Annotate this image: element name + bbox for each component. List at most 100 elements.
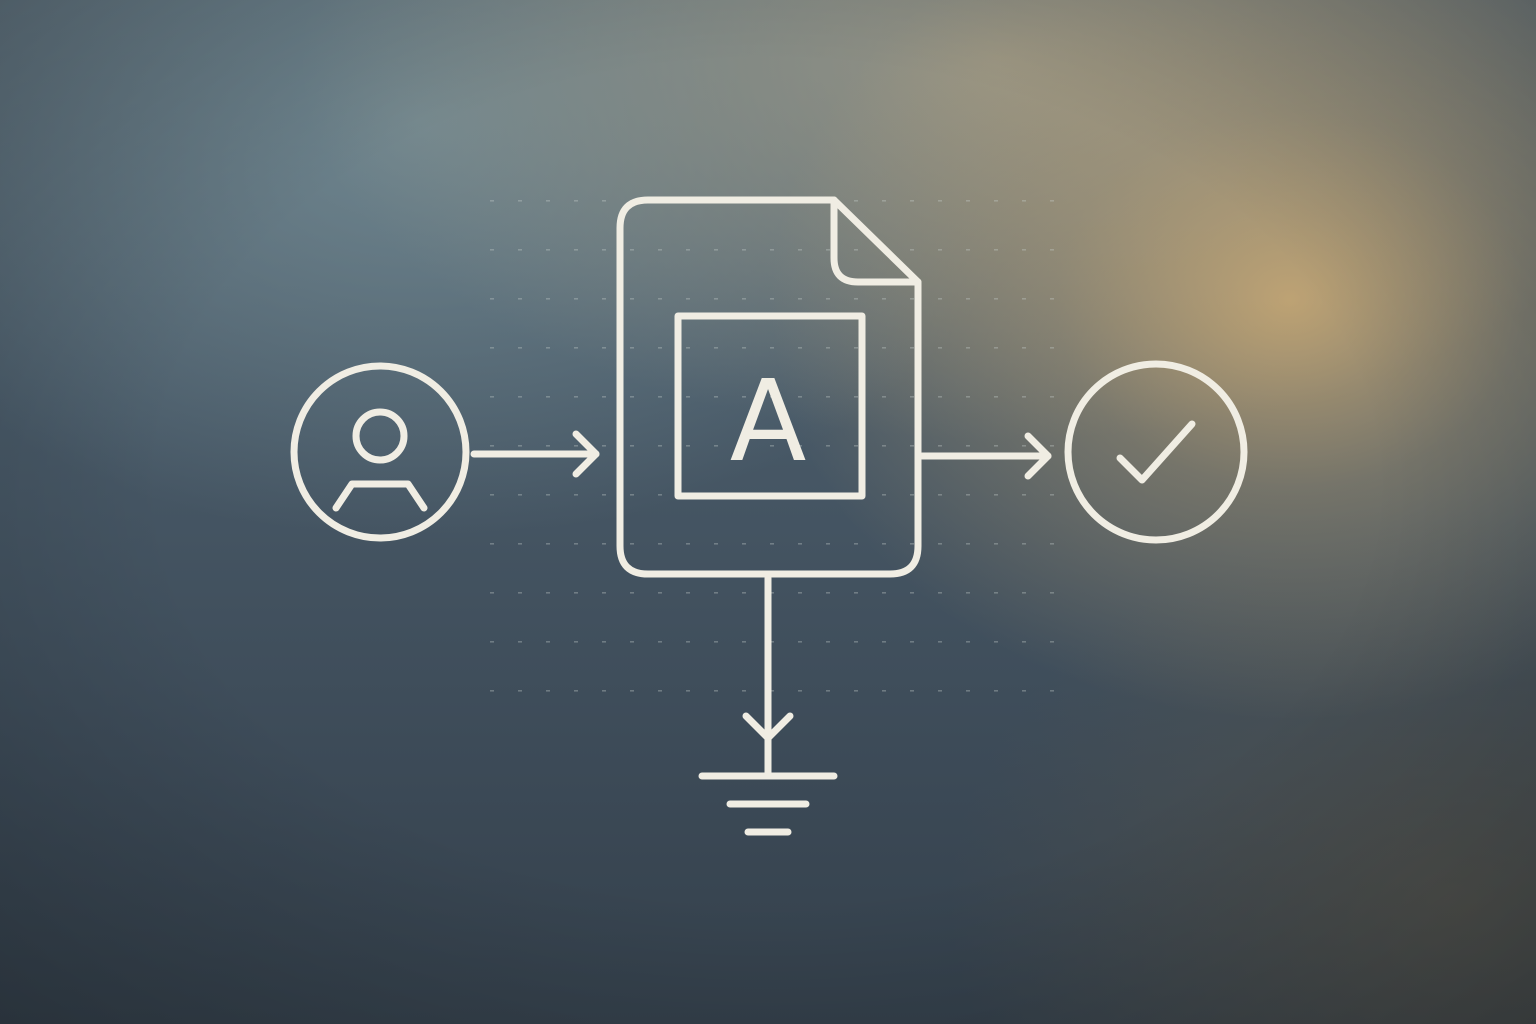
grid-dot xyxy=(770,543,774,545)
grid-dot xyxy=(798,249,802,251)
grid-dot xyxy=(966,592,970,594)
grid-dot xyxy=(742,592,746,594)
grid-dot xyxy=(714,690,718,692)
grid-dot xyxy=(714,347,718,349)
background-grid xyxy=(490,200,1054,692)
grid-dot xyxy=(518,298,522,300)
grid-dot xyxy=(518,249,522,251)
grid-dot xyxy=(1022,249,1026,251)
grid-dot xyxy=(574,249,578,251)
grid-dot xyxy=(490,200,494,202)
document-label: A xyxy=(730,357,807,487)
grid-dot xyxy=(910,494,914,496)
grid-dot xyxy=(966,690,970,692)
grid-dot xyxy=(490,690,494,692)
grid-dot xyxy=(574,690,578,692)
grid-dot xyxy=(966,347,970,349)
grid-dot xyxy=(546,347,550,349)
user-node xyxy=(290,362,470,542)
grid-dot xyxy=(910,396,914,398)
grid-dot xyxy=(910,347,914,349)
grid-dot xyxy=(994,494,998,496)
grid-dot xyxy=(882,543,886,545)
grid-dot xyxy=(994,200,998,202)
grid-dot xyxy=(994,249,998,251)
grid-dot xyxy=(1022,445,1026,447)
grid-dot xyxy=(826,641,830,643)
grid-dot xyxy=(714,641,718,643)
grid-dot xyxy=(490,445,494,447)
grid-dot xyxy=(966,396,970,398)
grid-dot xyxy=(994,347,998,349)
grid-dot xyxy=(882,347,886,349)
grid-dot xyxy=(854,249,858,251)
grid-dot xyxy=(1050,249,1054,251)
grid-dot xyxy=(658,298,662,300)
grid-dot xyxy=(546,298,550,300)
grid-dot xyxy=(490,347,494,349)
grid-dot xyxy=(1050,592,1054,594)
grid-dot xyxy=(854,347,858,349)
grid-dot xyxy=(490,396,494,398)
grid-dot xyxy=(938,494,942,496)
grid-dot xyxy=(602,494,606,496)
grid-dot xyxy=(798,445,802,447)
checkmark-icon xyxy=(1116,420,1196,484)
grid-dot xyxy=(518,641,522,643)
grid-dot xyxy=(938,592,942,594)
document-icon xyxy=(616,196,922,578)
grid-dot xyxy=(1022,592,1026,594)
grid-dot xyxy=(770,298,774,300)
grid-dot xyxy=(630,249,634,251)
grid-dot xyxy=(770,249,774,251)
grid-dot xyxy=(798,347,802,349)
grid-dot xyxy=(518,690,522,692)
grid-dot xyxy=(546,249,550,251)
grid-dot xyxy=(518,494,522,496)
grid-dot xyxy=(1050,445,1054,447)
grid-dot xyxy=(770,690,774,692)
grid-dot xyxy=(1022,396,1026,398)
grid-dot xyxy=(630,592,634,594)
grid-dot xyxy=(686,396,690,398)
grid-dot xyxy=(1050,200,1054,202)
grid-dot xyxy=(1050,690,1054,692)
grid-dot xyxy=(602,445,606,447)
grid-dot xyxy=(546,445,550,447)
grid-dot xyxy=(826,543,830,545)
grid-dot xyxy=(826,396,830,398)
grid-dot xyxy=(686,543,690,545)
grid-dot xyxy=(518,543,522,545)
grid-dot xyxy=(1050,347,1054,349)
grid-dot xyxy=(826,592,830,594)
grid-dot xyxy=(966,494,970,496)
grid-dot xyxy=(630,347,634,349)
grid-dot xyxy=(1022,200,1026,202)
grid-dot xyxy=(966,641,970,643)
grid-dot xyxy=(518,445,522,447)
grid-dot xyxy=(770,347,774,349)
grid-dot xyxy=(602,347,606,349)
grid-dot xyxy=(714,249,718,251)
grid-dot xyxy=(574,592,578,594)
grid-dot xyxy=(742,690,746,692)
grid-dot xyxy=(714,298,718,300)
grid-dot xyxy=(1022,690,1026,692)
grid-dot xyxy=(602,641,606,643)
grid-dot xyxy=(882,200,886,202)
grid-dot xyxy=(966,298,970,300)
user-icon xyxy=(332,408,428,512)
grid-dot xyxy=(910,690,914,692)
grid-dot xyxy=(490,249,494,251)
grid-dot xyxy=(938,690,942,692)
grid-dot xyxy=(742,347,746,349)
grid-dot xyxy=(910,249,914,251)
grid-dot xyxy=(686,592,690,594)
grid-dot xyxy=(910,200,914,202)
grid-dot xyxy=(882,690,886,692)
grid-dot xyxy=(854,592,858,594)
grid-dot xyxy=(658,396,662,398)
arrow-head-icon xyxy=(1024,432,1052,480)
arrow-document-to-ground xyxy=(742,574,794,742)
grid-dot xyxy=(574,347,578,349)
